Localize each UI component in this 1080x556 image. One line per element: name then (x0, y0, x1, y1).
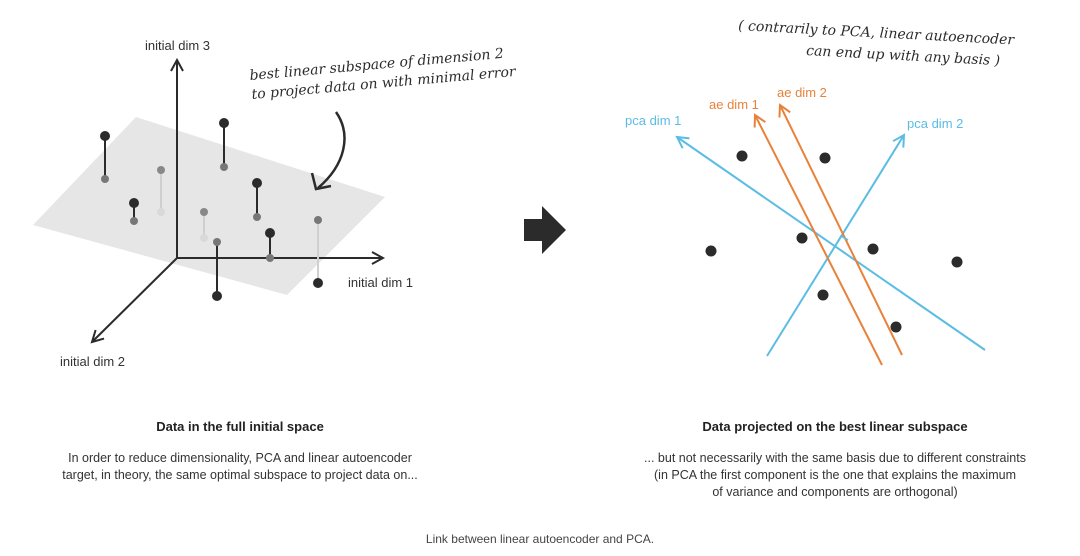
data-point (705, 245, 717, 257)
data-point (796, 232, 808, 244)
data-point (736, 150, 748, 162)
right-angle-marker (836, 234, 849, 244)
data-point (265, 228, 275, 262)
annotation-arrow (317, 111, 346, 189)
right-description-line: ... but not necessarily with the same ba… (644, 451, 1026, 465)
left-panel-title: Data in the full initial space (156, 419, 324, 434)
axis-dim2 (92, 257, 178, 342)
data-point (200, 208, 208, 242)
axis-dim2-label: initial dim 2 (60, 354, 125, 369)
pca-dim2-axis (766, 135, 904, 357)
data-point (219, 118, 229, 171)
transition-arrow-icon (524, 206, 566, 254)
left-data-points (100, 118, 323, 301)
left-panel: initial dim 3 initial dim 1 initial dim … (33, 38, 518, 369)
pca-dim1-axis (677, 137, 986, 351)
ae-dim1-axis (755, 115, 883, 366)
data-point (819, 152, 831, 164)
right-panel-description: ... but not necessarily with the same ba… (600, 450, 1070, 501)
annotation-arrowhead (310, 172, 332, 191)
ae-dim2-label: ae dim 2 (777, 85, 827, 100)
data-point (817, 289, 829, 301)
data-point (129, 198, 139, 225)
right-panel-title: Data projected on the best linear subspa… (702, 419, 968, 434)
data-point (951, 256, 963, 268)
axis-dim1-label: initial dim 1 (348, 275, 413, 290)
right-description-line: of variance and components are orthogona… (712, 485, 958, 499)
data-point (157, 166, 165, 216)
data-point (867, 243, 879, 255)
right-annotation-line2: can end up with any basis ) (806, 43, 1001, 69)
data-point (890, 321, 902, 333)
right-description-line: (in PCA the first component is the one t… (654, 468, 1016, 482)
data-point (100, 131, 110, 183)
right-panel: pca dim 1 pca dim 2 ae dim 1 ae dim 2 ( … (625, 18, 1016, 366)
left-description-line: target, in theory, the same optimal subs… (62, 468, 418, 482)
figure-caption: Link between linear autoencoder and PCA. (425, 532, 655, 546)
pca-dim1-label: pca dim 1 (625, 113, 681, 128)
axis-dim3-label: initial dim 3 (145, 38, 210, 53)
left-description-line: In order to reduce dimensionality, PCA a… (68, 451, 412, 465)
data-point (313, 216, 323, 288)
ae-dim2-axis (780, 105, 903, 356)
left-panel-description: In order to reduce dimensionality, PCA a… (20, 450, 460, 484)
ae-dim1-label: ae dim 1 (709, 97, 759, 112)
right-annotation-line1: ( contrarily to PCA, linear autoencoder (738, 18, 1016, 49)
projection-plane (33, 117, 385, 295)
data-point (212, 238, 222, 301)
right-data-points (705, 150, 963, 333)
data-point (252, 178, 262, 221)
pca-dim2-label: pca dim 2 (907, 116, 963, 131)
